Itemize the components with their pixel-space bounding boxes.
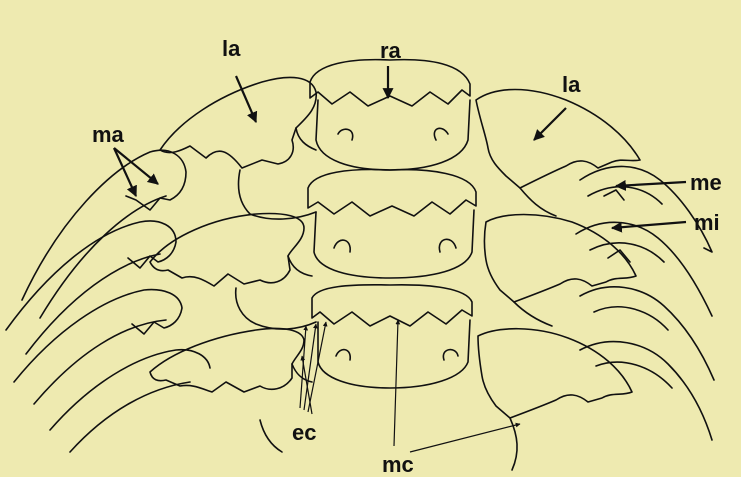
label-rachidian: ra (380, 38, 402, 63)
label-ectocone: ec (292, 420, 316, 445)
right-lateral-tooth-row-2 (485, 215, 637, 327)
left-lateral-tooth-row-1 (160, 77, 316, 219)
left-lateral-tooth-row-3 (150, 328, 312, 452)
label-lateral-left: la (222, 36, 241, 61)
label-inner-marginal: mi (694, 210, 720, 235)
rachidian-tooth-row-3 (312, 285, 472, 388)
label-lateral-right: la (562, 72, 581, 97)
left-lateral-tooth-row-2 (150, 214, 316, 330)
label-outer-marginal: me (690, 170, 722, 195)
right-lateral-tooth-row-1 (476, 90, 640, 217)
rachidian-tooth-row-2 (308, 170, 476, 278)
right-lateral-tooth-row-3 (478, 329, 632, 470)
label-mesocone: mc (382, 452, 414, 477)
label-marginal: ma (92, 122, 125, 147)
rachidian-tooth-row-1 (310, 60, 470, 170)
left-marginal-teeth (6, 150, 210, 452)
annotation-arrows (114, 66, 686, 452)
